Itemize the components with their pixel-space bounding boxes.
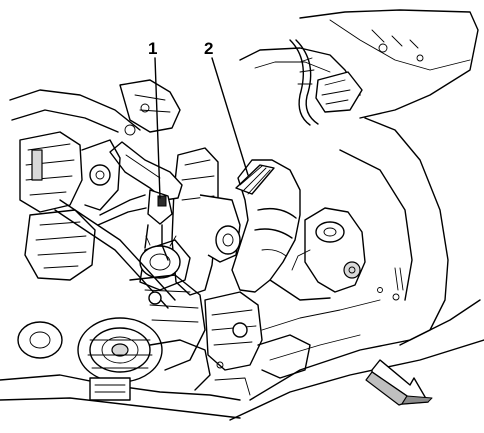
callout-label-2: 2 [204, 39, 213, 58]
engine-block-left [9, 79, 181, 309]
throttle-body-assembly [139, 147, 241, 296]
front-direction-arrow-icon [365, 359, 433, 406]
leader-line-1 [154, 57, 161, 199]
body-structure-upper-right [239, 9, 479, 126]
leader-line-2 [211, 57, 249, 176]
callout-leaders [154, 57, 249, 199]
vacuum-hose-bracket [109, 141, 183, 261]
callout-label-1: 1 [148, 39, 157, 58]
air-intake-duct [231, 159, 331, 301]
strut-mount [291, 207, 366, 293]
right-fender-panel [229, 117, 484, 421]
lower-center-components [204, 291, 311, 396]
alternator-pulley [0, 274, 241, 419]
